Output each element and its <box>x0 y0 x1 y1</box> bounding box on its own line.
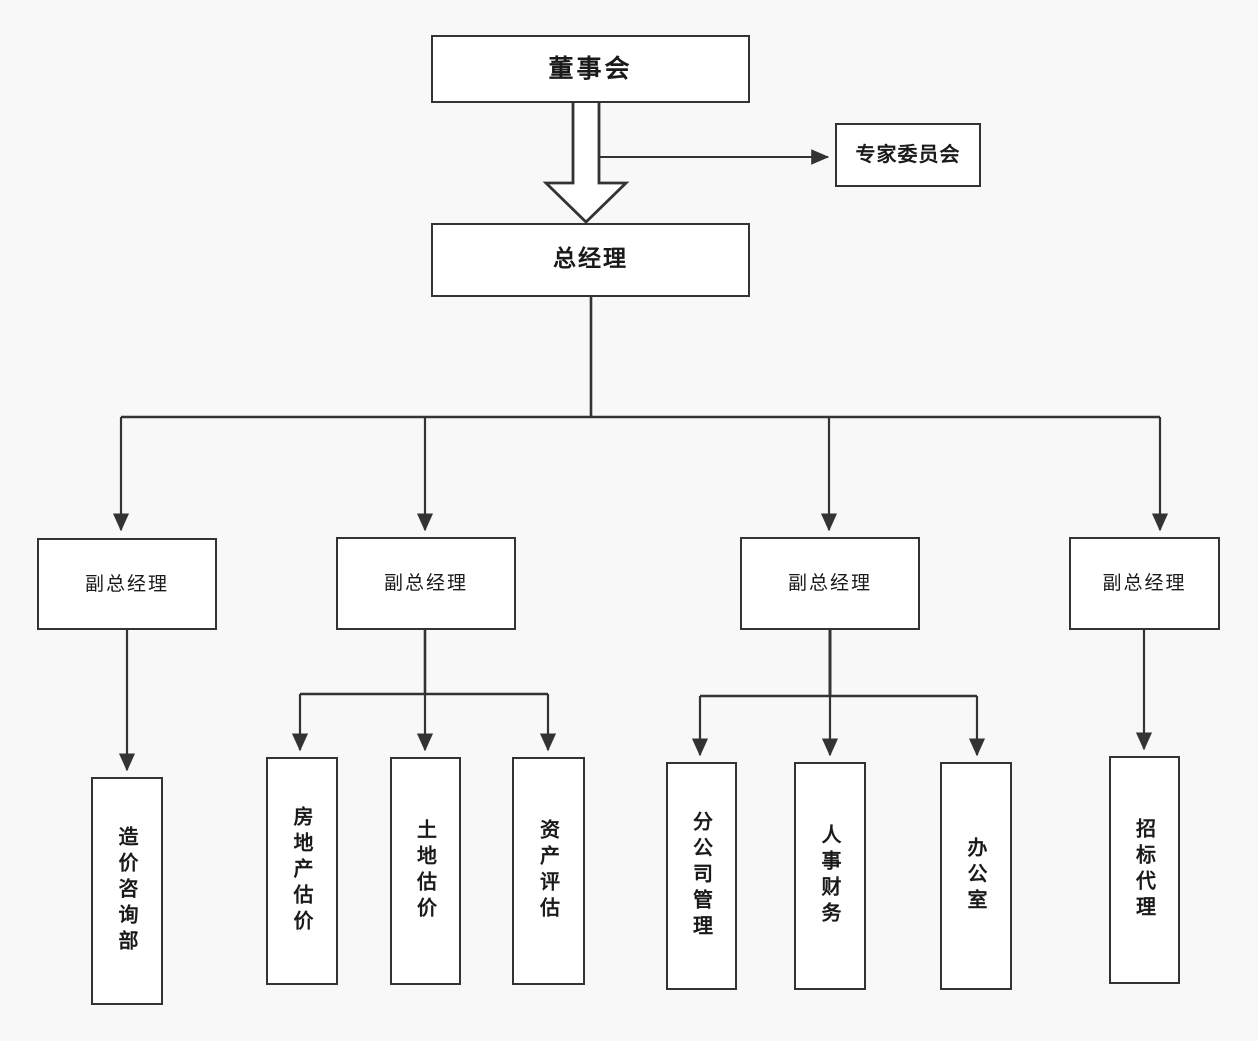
node-dept-real-estate-appraisal-label: 房地产估价 <box>290 806 314 936</box>
node-vice-general-manager-2-label: 副总经理 <box>383 572 468 595</box>
node-general-manager[interactable]: 总经理 <box>431 223 750 297</box>
node-dept-land-valuation-label: 土地估价 <box>413 819 438 923</box>
node-dept-asset-evaluation[interactable]: 资产评估 <box>512 757 585 985</box>
node-expert-committee-label: 专家委员会 <box>855 142 961 167</box>
connector-board-to-general-manager-block-arrow <box>542 99 630 224</box>
node-vice-general-manager-4[interactable]: 副总经理 <box>1069 537 1220 630</box>
node-dept-asset-evaluation-label: 资产评估 <box>536 819 561 923</box>
node-dept-office[interactable]: 办公室 <box>940 762 1012 990</box>
node-dept-office-label: 办公室 <box>964 837 988 915</box>
node-dept-land-valuation[interactable]: 土地估价 <box>390 757 461 985</box>
node-dept-bidding-agency[interactable]: 招标代理 <box>1109 756 1180 984</box>
node-dept-bidding-agency-label: 招标代理 <box>1132 818 1157 922</box>
node-expert-committee[interactable]: 专家委员会 <box>835 123 981 187</box>
node-dept-real-estate-appraisal[interactable]: 房地产估价 <box>266 757 338 985</box>
node-general-manager-label: 总经理 <box>553 246 628 273</box>
node-dept-hr-finance[interactable]: 人事财务 <box>794 762 866 990</box>
node-board[interactable]: 董事会 <box>431 35 750 103</box>
node-vice-general-manager-4-label: 副总经理 <box>1102 572 1187 595</box>
node-vice-general-manager-1-label: 副总经理 <box>84 572 169 595</box>
node-dept-branch-management-label: 分公司管理 <box>689 811 714 941</box>
node-board-label: 董事会 <box>548 54 633 84</box>
node-vice-general-manager-1[interactable]: 副总经理 <box>37 538 217 630</box>
node-vice-general-manager-3-label: 副总经理 <box>787 572 872 595</box>
connector-gm-to-vps <box>112 297 1169 532</box>
connector-vp3-to-depts <box>691 630 986 757</box>
node-dept-hr-finance-label: 人事财务 <box>818 824 842 928</box>
node-vice-general-manager-2[interactable]: 副总经理 <box>336 537 516 630</box>
node-dept-branch-management[interactable]: 分公司管理 <box>666 762 737 990</box>
node-dept-cost-consulting[interactable]: 造价咨询部 <box>91 777 163 1005</box>
node-vice-general-manager-3[interactable]: 副总经理 <box>740 537 920 630</box>
connector-vp2-to-depts <box>291 630 557 752</box>
node-dept-cost-consulting-label: 造价咨询部 <box>115 826 139 956</box>
